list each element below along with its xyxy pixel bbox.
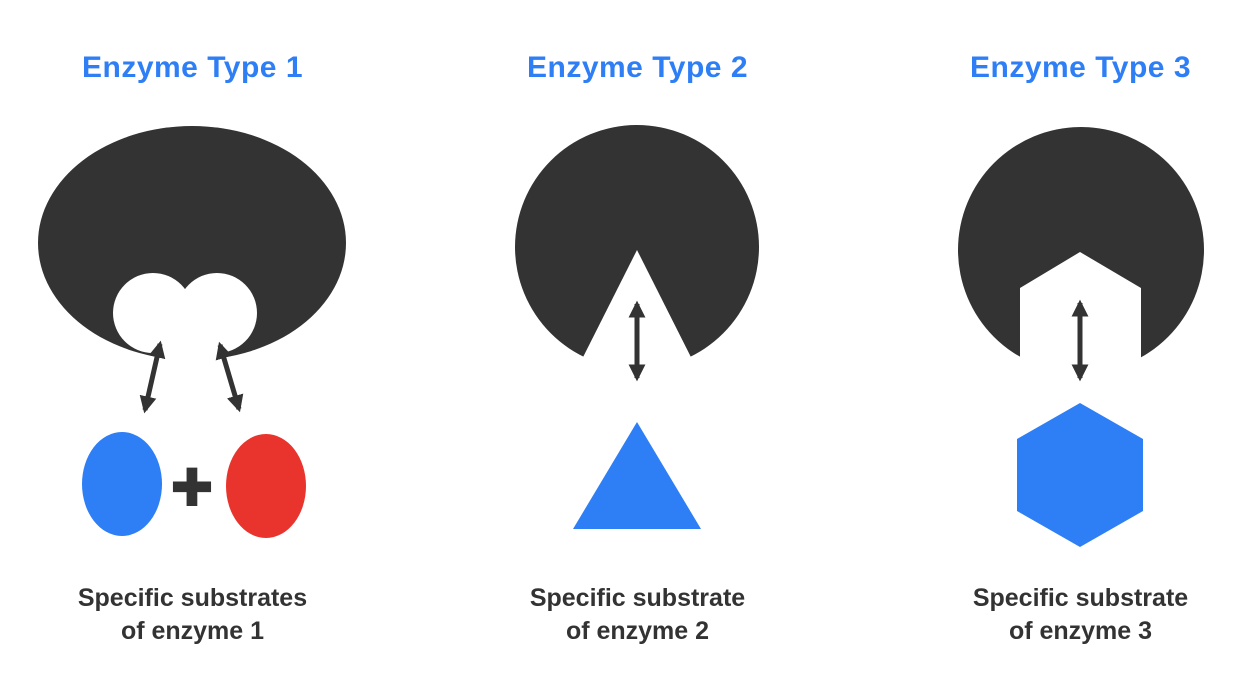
substrate-blue-oval	[82, 432, 162, 536]
caption-line: of enzyme 1	[120, 617, 265, 645]
column-1-caption: Specific substrates of enzyme 1	[20, 582, 365, 648]
caption-line: of enzyme 3	[1008, 617, 1153, 645]
column-2-caption: Specific substrate of enzyme 2	[465, 582, 810, 648]
column-2-title: Enzyme Type 2	[526, 51, 749, 84]
caption-line: Specific substrate	[529, 584, 746, 612]
enzyme-2-body	[515, 125, 759, 369]
column-3-title: Enzyme Type 3	[969, 51, 1192, 84]
column-3-caption: Specific substrate of enzyme 3	[908, 582, 1251, 648]
plus-sign: +	[172, 447, 213, 525]
substrate-blue-triangle	[573, 422, 701, 529]
enzyme-3-diagram	[958, 127, 1204, 547]
substrate-red-oval	[226, 434, 306, 538]
caption-line: Specific substrate	[972, 584, 1189, 612]
caption-line: Specific substrates	[77, 584, 308, 612]
double-arrow-icon	[139, 340, 166, 414]
enzyme-3-body	[958, 127, 1204, 373]
column-1-title: Enzyme Type 1	[81, 51, 304, 84]
enzyme-2-diagram	[515, 125, 759, 529]
double-arrow-icon	[215, 341, 244, 413]
substrate-blue-hexagon	[1017, 403, 1143, 547]
enzyme-1-diagram: +	[38, 126, 346, 538]
caption-line: of enzyme 2	[565, 617, 710, 645]
enzyme-column-2: Enzyme Type 2 Specific substrate of enzy…	[465, 0, 810, 690]
enzyme-1-pocket-opening	[153, 310, 217, 382]
enzyme-column-1: Enzyme Type 1 + Specific substrates of e…	[20, 0, 365, 690]
enzyme-column-3: Enzyme Type 3 Specific substrate of enzy…	[908, 0, 1251, 690]
